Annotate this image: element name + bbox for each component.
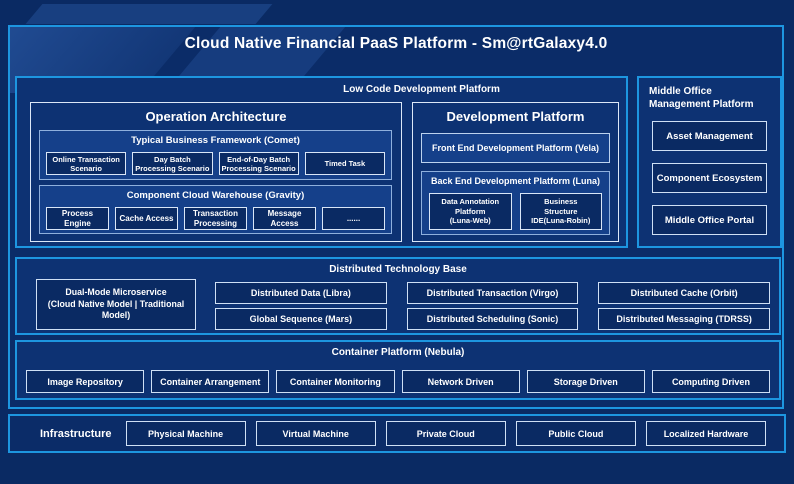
section-label: Infrastructure [40, 427, 112, 440]
gravity-items-row: Process Engine Cache Access Transaction … [46, 207, 385, 230]
panel-title: Development Platform [446, 109, 585, 124]
comet-items-row: Online Transaction Scenario Day Batch Pr… [46, 152, 385, 175]
operation-architecture-panel: Operation Architecture Typical Business … [30, 102, 402, 242]
subpanel-title: Component Cloud Warehouse (Gravity) [126, 190, 305, 201]
container-platform-item: Network Driven [401, 370, 520, 393]
subpanel-title: Back End Development Platform (Luna) [430, 176, 601, 186]
section-infrastructure: Infrastructure Physical Machine Virtual … [8, 414, 786, 453]
platform-frame: Cloud Native Financial PaaS Platform - S… [8, 25, 784, 409]
luna-item: Business Structure IDE(Luna-Robin) [519, 193, 602, 230]
middle-office-item: Asset Management [652, 121, 767, 151]
component-cloud-warehouse-panel: Component Cloud Warehouse (Gravity) Proc… [39, 185, 392, 234]
section-middle-office-management-platform: Middle Office Management Platform Asset … [637, 76, 782, 248]
gravity-item: Process Engine [46, 207, 109, 230]
container-platform-item: Computing Driven [651, 370, 771, 393]
middle-office-items: Asset Management Component Ecosystem Mid… [652, 121, 767, 235]
dual-mode-microservice-box: Dual-Mode Microservice (Cloud Native Mod… [36, 279, 196, 330]
front-end-development-platform-box: Front End Development Platform (Vela) [421, 133, 610, 163]
distributed-item: Distributed Messaging (TDRSS) [598, 308, 771, 330]
section-container-platform: Container Platform (Nebula) Image Reposi… [15, 340, 781, 400]
distributed-item: Distributed Data (Libra) [215, 282, 387, 304]
section-label: Distributed Technology Base [329, 264, 467, 275]
container-platform-item: Storage Driven [526, 370, 645, 393]
infrastructure-item: Virtual Machine [255, 421, 376, 446]
infrastructure-item: Public Cloud [515, 421, 636, 446]
container-platform-row: Image Repository Container Arrangement C… [26, 370, 771, 393]
back-end-development-platform-panel: Back End Development Platform (Luna) Dat… [421, 171, 610, 235]
infrastructure-item: Localized Hardware [645, 421, 766, 446]
gravity-item: Message Access [253, 207, 316, 230]
gravity-item: Transaction Processing [184, 207, 247, 230]
distributed-grid: Distributed Data (Libra) Distributed Tra… [215, 282, 771, 334]
infrastructure-item: Physical Machine [125, 421, 246, 446]
subpanel-title: Typical Business Framework (Comet) [131, 135, 300, 146]
development-platform-panel: Development Platform Front End Developme… [412, 102, 619, 242]
section-label: Container Platform (Nebula) [331, 347, 465, 358]
infrastructure-items: Physical Machine Virtual Machine Private… [125, 421, 766, 446]
panel-title: Operation Architecture [145, 109, 287, 124]
typical-business-framework-panel: Typical Business Framework (Comet) Onlin… [39, 130, 392, 180]
middle-office-item: Component Ecosystem [652, 163, 767, 193]
luna-item: Data Annotation Platform (Luna-Web) [429, 193, 512, 230]
page-title: Cloud Native Financial PaaS Platform - S… [184, 35, 608, 52]
section-label: Low Code Development Platform [343, 84, 500, 95]
middle-office-item: Middle Office Portal [652, 205, 767, 235]
section-low-code-development-platform: Low Code Development Platform Operation … [15, 76, 628, 248]
infrastructure-item: Private Cloud [385, 421, 506, 446]
container-platform-item: Image Repository [26, 370, 145, 393]
container-platform-item: Container Monitoring [276, 370, 395, 393]
comet-item: Day Batch Processing Scenario [132, 152, 213, 175]
section-distributed-technology-base: Distributed Technology Base Dual-Mode Mi… [15, 257, 781, 335]
distributed-item: Global Sequence (Mars) [215, 308, 387, 330]
comet-item: Online Transaction Scenario [46, 152, 127, 175]
comet-item: End-of-Day Batch Processing Scenario [218, 152, 299, 175]
gravity-item: Cache Access [115, 207, 178, 230]
distributed-row: Distributed Data (Libra) Distributed Tra… [215, 282, 771, 304]
distributed-item: Distributed Transaction (Virgo) [406, 282, 579, 304]
container-platform-item: Container Arrangement [151, 370, 270, 393]
distributed-item: Distributed Scheduling (Sonic) [406, 308, 579, 330]
background-streak [25, 4, 273, 24]
comet-item: Timed Task [304, 152, 385, 175]
distributed-item: Distributed Cache (Orbit) [598, 282, 771, 304]
gravity-item-ellipsis: ...... [322, 207, 385, 230]
section-label: Middle Office Management Platform [649, 86, 754, 110]
distributed-row: Global Sequence (Mars) Distributed Sched… [215, 308, 771, 330]
luna-items-row: Data Annotation Platform (Luna-Web) Busi… [429, 193, 602, 230]
